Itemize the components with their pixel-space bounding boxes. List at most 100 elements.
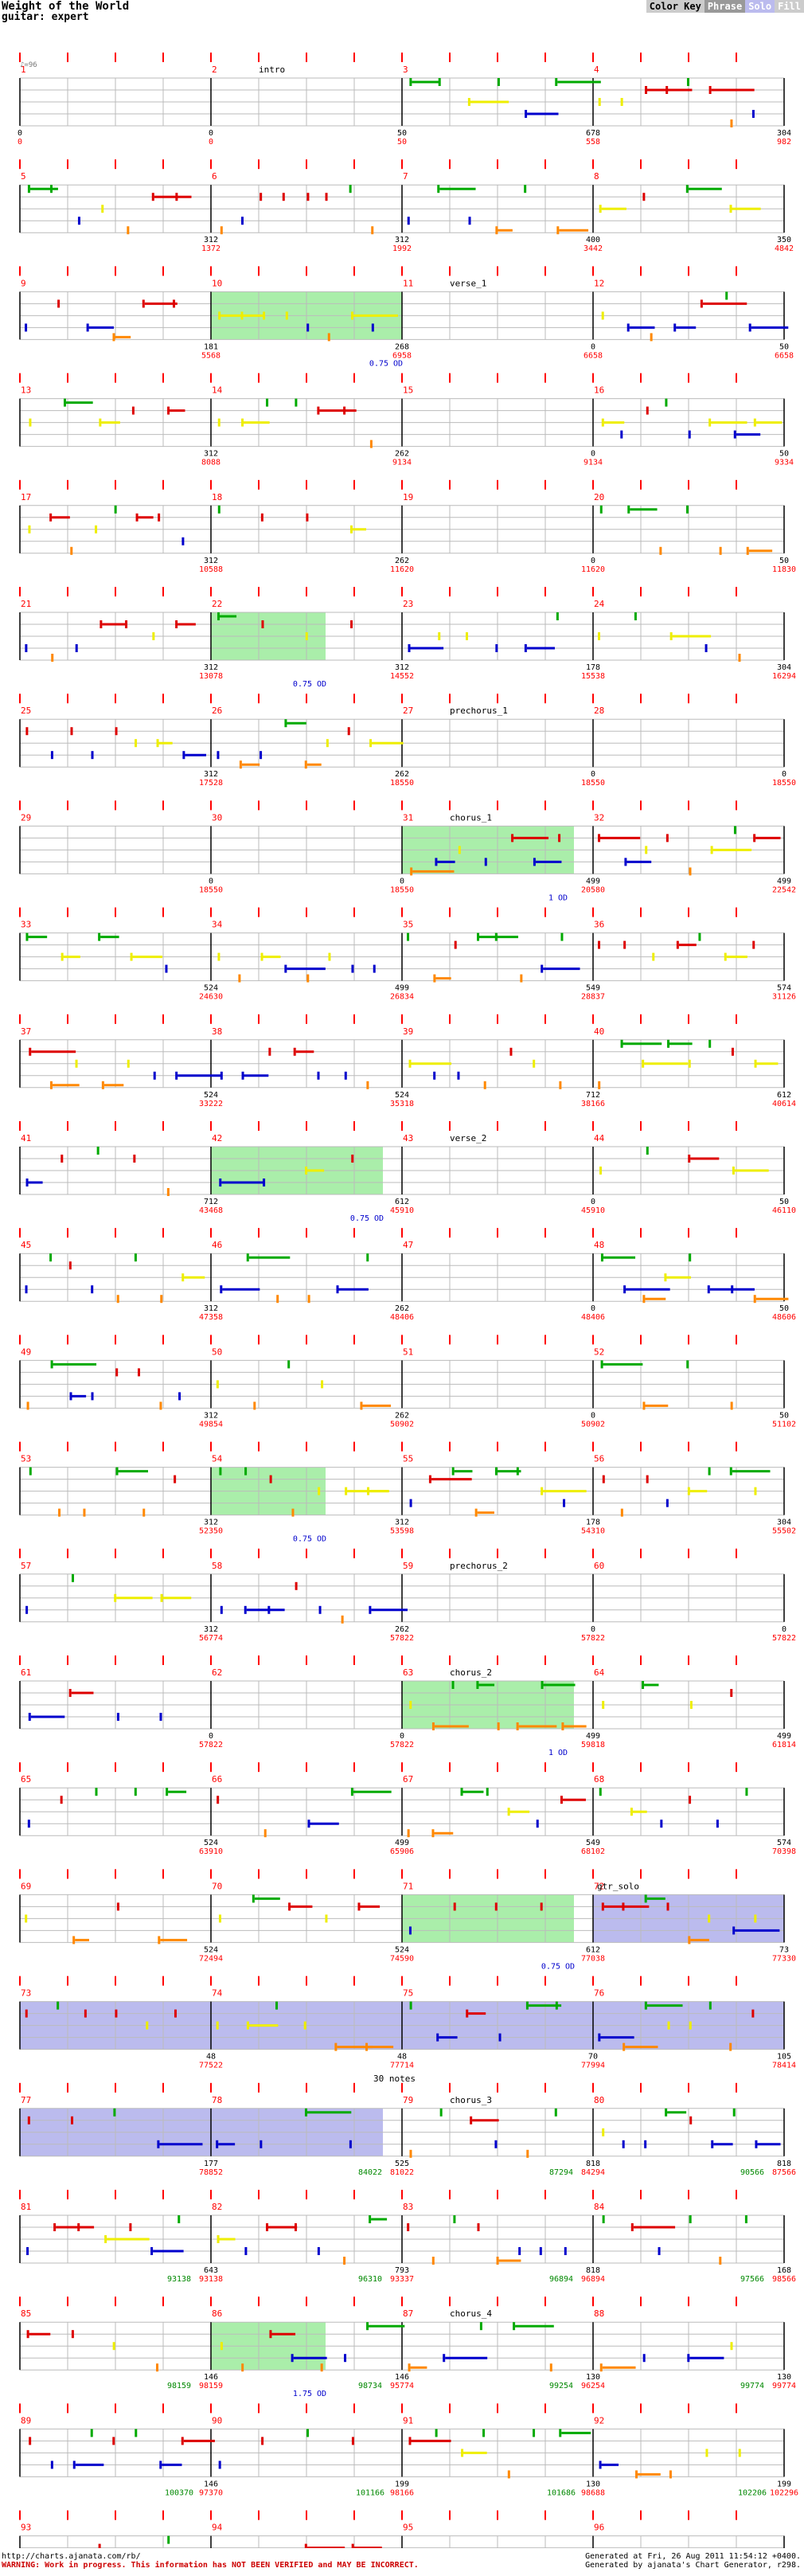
- cumulative-score: 77330: [772, 1954, 796, 1963]
- note-gem: [498, 2033, 502, 2042]
- overdrive-score: 87294: [549, 2168, 573, 2177]
- measure-number: 90: [212, 2415, 222, 2426]
- note-gem: [113, 2108, 116, 2117]
- note-gem: [438, 632, 441, 640]
- cumulative-score: 50902: [581, 1420, 605, 1429]
- note-gem: [253, 1401, 256, 1410]
- tempo-marker: ♪=96: [20, 61, 37, 69]
- note-gem: [304, 2108, 307, 2117]
- note-gem: [623, 940, 626, 949]
- measure-score: 262: [395, 1411, 409, 1420]
- cumulative-score: 6658: [775, 351, 794, 360]
- note-gem: [686, 78, 689, 86]
- note-gem: [25, 323, 28, 332]
- cumulative-score: 48406: [581, 1313, 605, 1322]
- note-gem: [484, 858, 487, 866]
- note-gem: [269, 1475, 272, 1483]
- note-gem: [156, 2363, 159, 2372]
- note-gem: [708, 1039, 712, 1048]
- note-gem: [58, 1508, 61, 1517]
- note-gem: [688, 430, 691, 439]
- note-gem: [53, 2223, 57, 2231]
- measure-number: 57: [21, 1561, 31, 1571]
- note-gem: [72, 1936, 76, 1945]
- measure-number: 2: [212, 64, 217, 75]
- chart-row-4: [19, 373, 785, 448]
- note-gem: [707, 1285, 710, 1294]
- cumulative-score: 77522: [199, 2062, 223, 2070]
- measure-number: 72: [594, 1881, 604, 1891]
- measure-score: 499: [777, 1732, 791, 1741]
- note-gem: [261, 620, 264, 628]
- note-gem: [751, 2009, 755, 2018]
- note-gem: [753, 1295, 756, 1304]
- measure-number: 40: [594, 1026, 604, 1037]
- measure-score: 712: [586, 1091, 600, 1100]
- note-gem: [496, 2257, 499, 2265]
- section-label: chorus_3: [450, 2095, 492, 2105]
- note-gem: [174, 2009, 177, 2018]
- cumulative-score: 98159: [199, 2382, 223, 2390]
- note-gem: [269, 2330, 272, 2339]
- cumulative-score: 13078: [199, 672, 223, 681]
- overdrive-amount: 0.75 OD: [293, 680, 326, 689]
- note-gem: [317, 2247, 320, 2255]
- note-gem: [181, 2437, 184, 2445]
- measure-number: 59: [403, 1561, 413, 1571]
- color-key: Color Key Phrase Solo Fill: [646, 0, 804, 13]
- chart-row-8: [19, 800, 785, 876]
- note-gem: [304, 760, 307, 769]
- note-gem: [687, 1487, 690, 1495]
- measure-number: 9: [21, 278, 26, 288]
- note-gem: [622, 1902, 625, 1911]
- section-label: intro: [259, 64, 285, 75]
- note-gem: [351, 1155, 354, 1163]
- note-gem: [60, 952, 64, 961]
- note-gem: [306, 2429, 310, 2437]
- note-gem: [27, 185, 30, 193]
- note-gem: [27, 1820, 30, 1828]
- note-gem: [345, 1487, 348, 1495]
- note-gem: [220, 226, 223, 235]
- note-gem: [688, 1936, 691, 1945]
- note-gem: [564, 2247, 567, 2255]
- cumulative-score: 5568: [201, 351, 221, 360]
- measure-score: 312: [204, 557, 218, 565]
- note-gem: [182, 751, 185, 760]
- cumulative-score: 8088: [201, 459, 221, 467]
- chart-row-5: [19, 479, 785, 555]
- overdrive-amount: 0.75 OD: [350, 1214, 384, 1223]
- site-link[interactable]: http://charts.ajanata.com/rb/: [2, 2552, 141, 2561]
- measure-number: 96: [594, 2523, 604, 2533]
- note-gem: [599, 1788, 602, 1796]
- note-gem: [600, 1360, 603, 1369]
- note-gem: [642, 1401, 646, 1410]
- measure-number: 73: [21, 1988, 31, 1999]
- note-gem: [160, 1295, 163, 1304]
- note-gem: [91, 1392, 94, 1401]
- note-gem: [435, 858, 438, 866]
- measure-number: 75: [403, 1988, 413, 1999]
- note-gem: [326, 739, 329, 748]
- overdrive-score: 102206: [738, 2488, 767, 2497]
- cumulative-score: 72494: [199, 1954, 223, 1963]
- note-gem: [181, 537, 185, 545]
- measure-number: 53: [21, 1454, 31, 1464]
- measure-number: 60: [594, 1561, 604, 1571]
- note-gem: [665, 86, 669, 94]
- note-gem: [29, 418, 32, 427]
- note-gem: [563, 1499, 566, 1507]
- cumulative-score: 17528: [199, 779, 223, 788]
- measure-score: 0: [591, 1304, 595, 1313]
- note-gem: [133, 1155, 136, 1163]
- note-gem: [549, 2363, 552, 2372]
- note-gem: [127, 226, 130, 235]
- note-gem: [686, 505, 689, 514]
- cumulative-score: 9134: [392, 459, 412, 467]
- note-gem: [435, 2429, 438, 2437]
- cumulative-score: 56774: [199, 1634, 223, 1643]
- note-gem: [665, 2108, 668, 2117]
- measure-score: 499: [395, 1839, 409, 1847]
- note-gem: [166, 1788, 169, 1796]
- measure-number: 83: [403, 2202, 413, 2212]
